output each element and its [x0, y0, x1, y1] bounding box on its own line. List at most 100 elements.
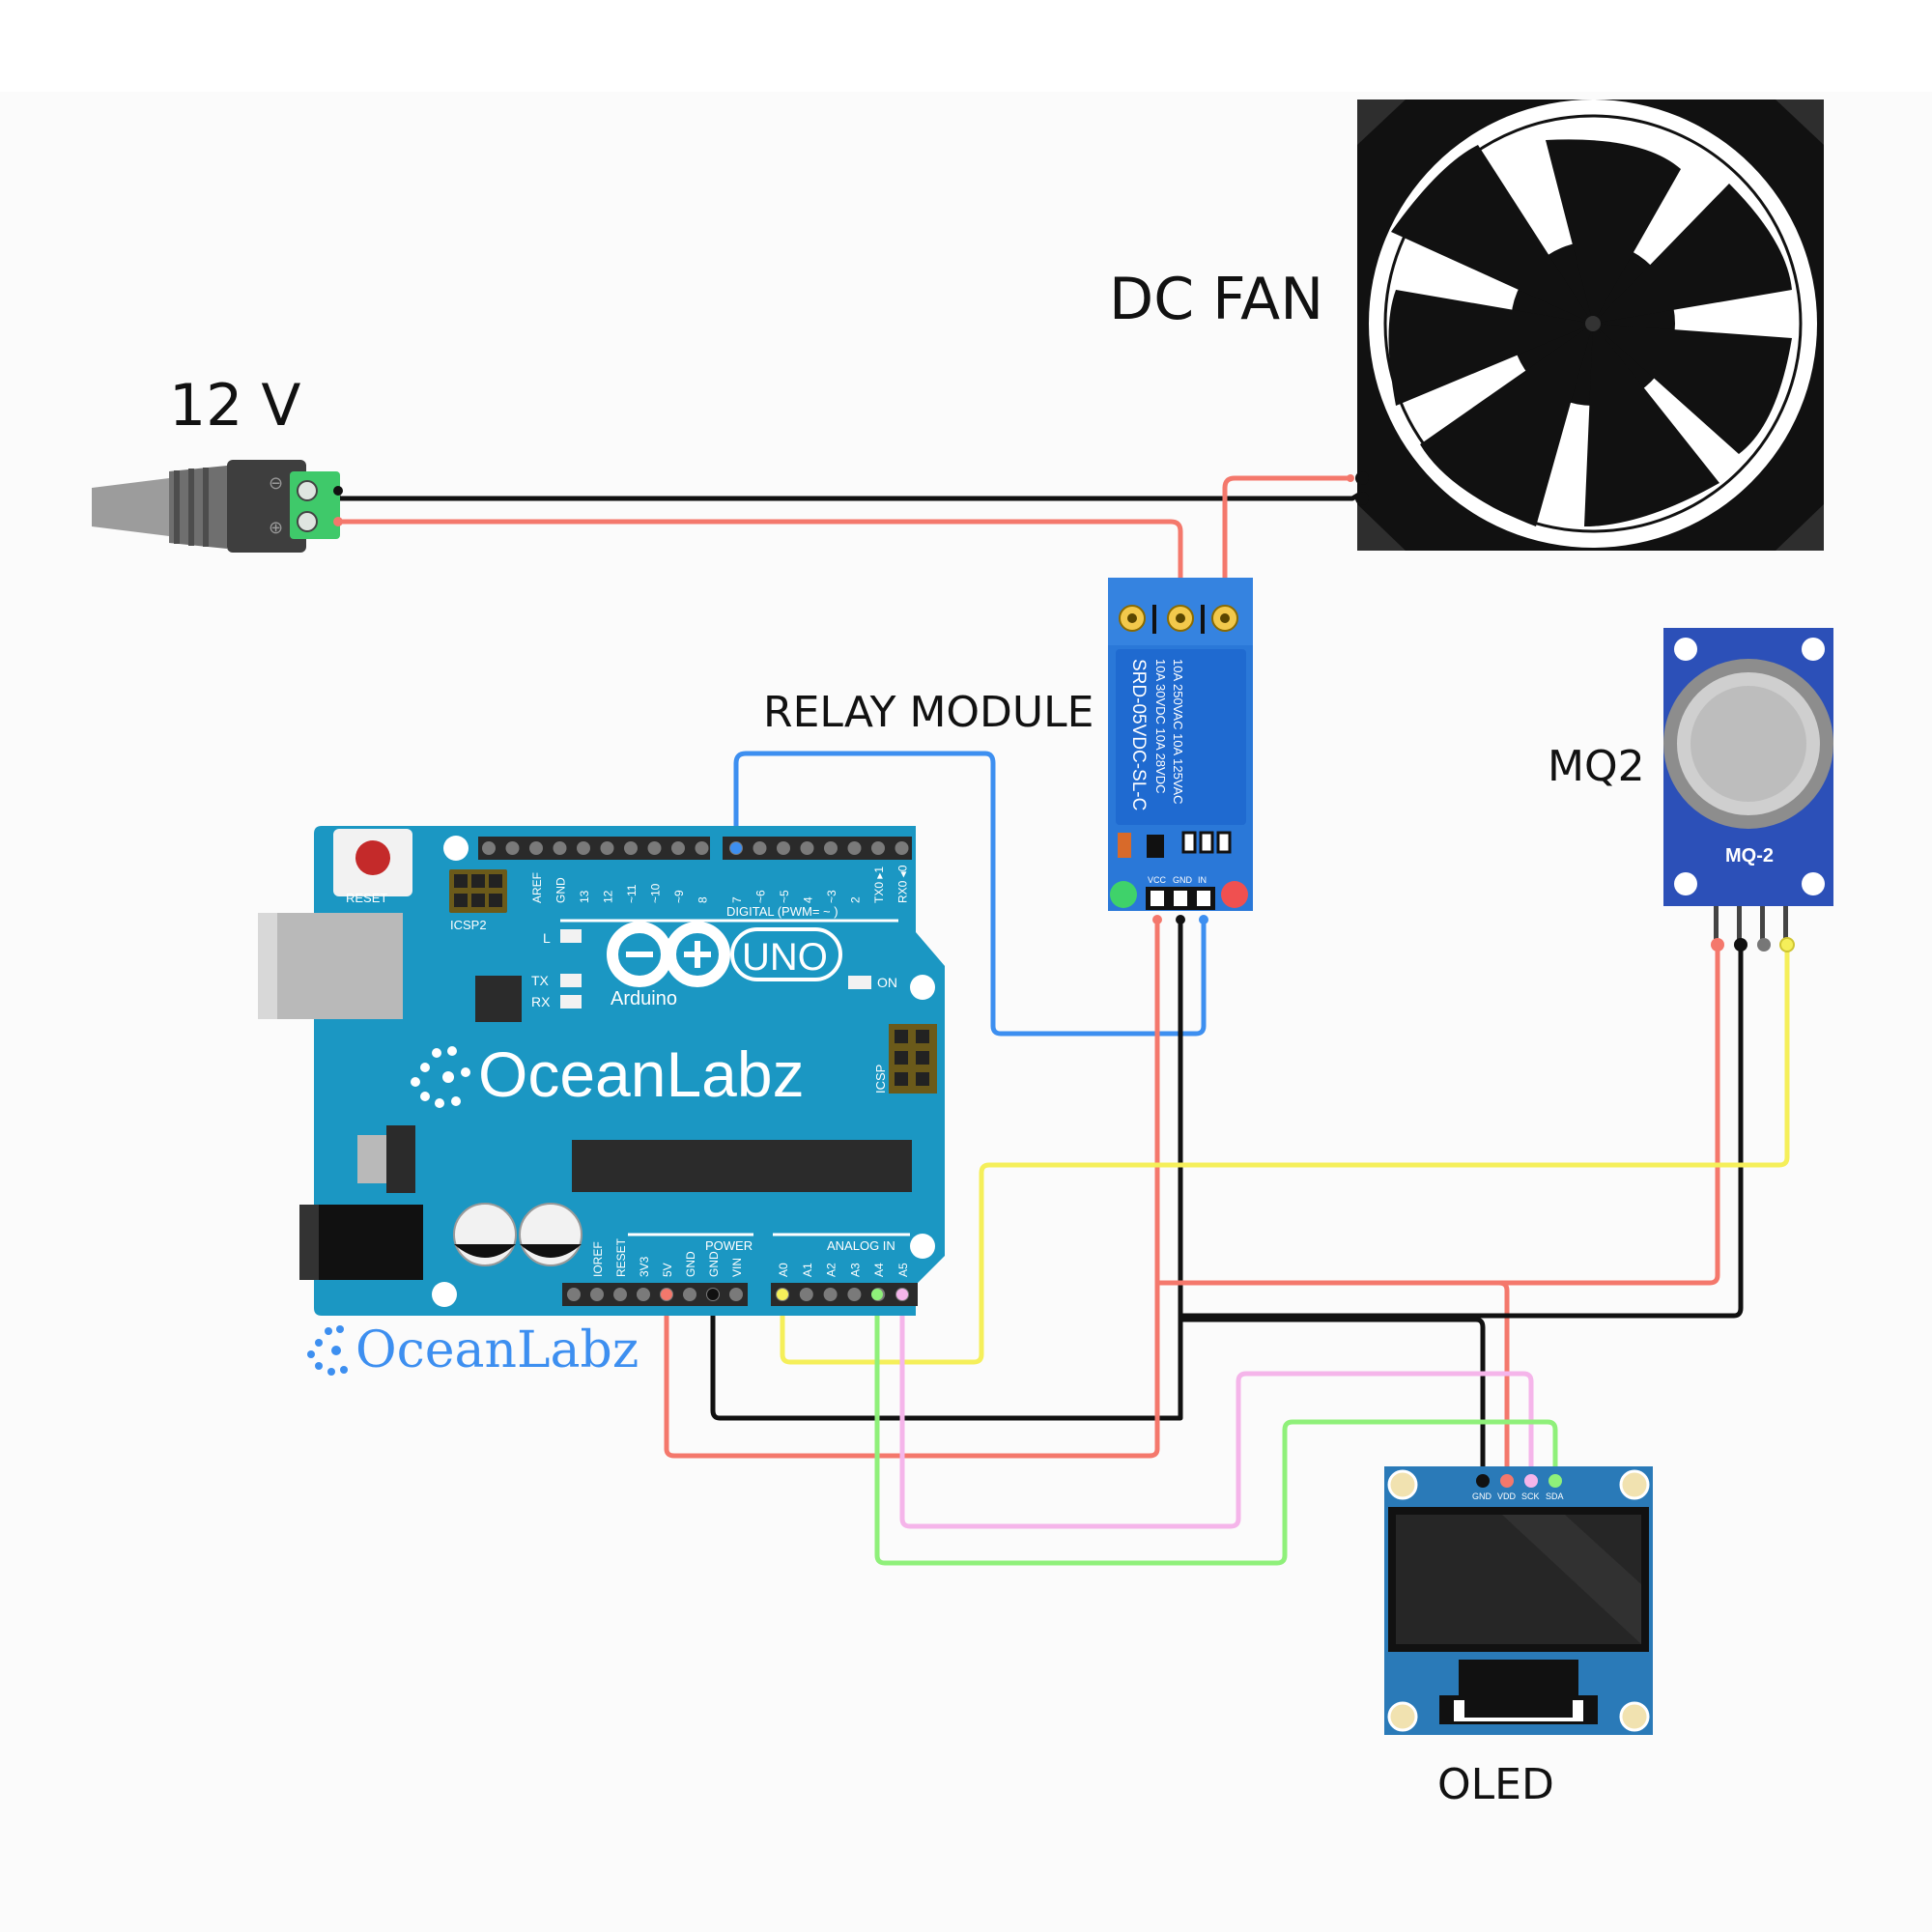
header-pin-hole: [671, 841, 685, 855]
oled-pin-sda: SDA: [1546, 1492, 1564, 1501]
header-pin-hole: [505, 841, 520, 855]
digital-pin-label: ~3: [825, 890, 838, 903]
watermark-brand-text: OceanLabz: [355, 1321, 639, 1379]
label-12v: 12 V: [169, 372, 300, 440]
relay-pin-vcc: VCC: [1148, 875, 1167, 885]
relay-module: SRD-05VDC-SL-C 10A 250VAC 10A 125VAC 10A…: [1108, 578, 1253, 924]
header-pin-hole: [824, 841, 838, 855]
power-pin-label: 3V3: [638, 1256, 651, 1277]
digital-pin-label: ~11: [625, 884, 639, 903]
label-relay-module: RELAY MODULE: [763, 688, 1094, 737]
label-mq2: MQ2: [1548, 742, 1645, 791]
header-pin-hole: [753, 841, 767, 855]
wire-relay-to-fan: [1222, 475, 1352, 618]
reset-label: RESET: [346, 891, 387, 905]
power-pin-label: 5V: [661, 1263, 674, 1277]
oled-display: GND VDD SCK SDA: [1384, 1466, 1653, 1735]
analog-pin-label: A5: [896, 1263, 910, 1277]
wire-mq2-vcc: [1157, 945, 1720, 1286]
analog-pin-label: A4: [872, 1263, 886, 1277]
oceanlabz-logo-icon: [411, 1046, 470, 1108]
digital-pin-label: ~10: [649, 883, 663, 903]
analog-pin-label: A2: [825, 1263, 838, 1277]
digital-pin-label: AREF: [530, 872, 544, 903]
arduino-text: Arduino: [611, 988, 677, 1009]
analog-pin-label: A0: [777, 1263, 790, 1277]
digital-pin-label: 8: [696, 896, 710, 903]
header-pin-hole: [577, 841, 590, 855]
header-pin-hole: [800, 841, 814, 855]
header-pin-hole: [683, 1288, 696, 1301]
label-oled: OLED: [1437, 1760, 1554, 1809]
wire-d7-to-relay-in: [733, 751, 1207, 1037]
header-pin-hole: [647, 841, 662, 855]
analog-pin-label: A3: [848, 1263, 862, 1277]
relay-pin-in: IN: [1198, 875, 1207, 885]
analog-pin-label: A1: [801, 1263, 814, 1277]
mq2-board-title: MQ-2: [1725, 845, 1774, 867]
power-pin-label: GND: [684, 1251, 697, 1277]
wire-oled-vdd: [1157, 1280, 1510, 1480]
mq2-sensor: MQ-2: [1663, 628, 1833, 952]
power-pin-label: GND: [707, 1251, 721, 1277]
digital-pin-label: 12: [602, 890, 615, 903]
wire-mq2-gnd: [1180, 945, 1744, 1319]
power-pin-label: VIN: [730, 1258, 744, 1277]
wire-relay-vcc: [664, 920, 1160, 1459]
power-header-label: POWER: [705, 1238, 753, 1253]
svg-text:⊖: ⊖: [269, 473, 283, 494]
wires: [335, 475, 1790, 1566]
header-pin-hole: [847, 841, 862, 855]
digital-pin-label: ~5: [778, 890, 791, 903]
icsp-label: ICSP: [873, 1065, 888, 1094]
power-pin-label: RESET: [614, 1237, 628, 1277]
digital-pin-label: TX0 ▸1: [872, 867, 886, 903]
relay-rating-2: 10A 30VDC 10A 28VDC: [1153, 659, 1168, 793]
led-rx-label: RX: [531, 994, 551, 1009]
header-pin-hole: [567, 1288, 581, 1301]
relay-pin-gnd: GND: [1173, 875, 1193, 885]
header-pin-hole: [590, 1288, 604, 1301]
header-pin-hole: [823, 1288, 838, 1301]
led-tx-label: TX: [531, 973, 550, 988]
header-pin-hole: [729, 1288, 743, 1301]
digital-pin-label: 7: [730, 896, 744, 903]
wire-oled-gnd: [1180, 1317, 1486, 1480]
header-pin-hole: [695, 841, 709, 855]
header-pin-hole: [482, 841, 496, 855]
arduino-logo: UNO Arduino: [607, 922, 842, 1009]
header-pin-hole: [777, 841, 790, 855]
digital-pin-label: 13: [578, 890, 591, 903]
header-pin-hole: [871, 841, 885, 855]
board-brand-text: OceanLabz: [478, 1038, 805, 1110]
wire-mq2-a0: [780, 945, 1790, 1365]
header-pin-hole: [637, 1288, 650, 1301]
oled-pin-gnd: GND: [1472, 1492, 1492, 1501]
header-pin-hole: [895, 841, 909, 855]
relay-part-number: SRD-05VDC-SL-C: [1128, 659, 1149, 810]
wire-relay-gnd: [710, 920, 1183, 1421]
wire-a4-to-sda: [874, 1294, 1558, 1566]
dc-barrel-jack: ⊖ ⊕: [92, 460, 343, 553]
wire-12v-pos-to-relay: [338, 519, 1183, 618]
header-pin-hole: [847, 1288, 862, 1301]
analog-header-label: ANALOG IN: [827, 1238, 895, 1253]
header-pin-hole: [613, 1288, 627, 1301]
digital-pin-label: RX0 ◂0: [896, 865, 910, 903]
led-on-label: ON: [877, 975, 897, 990]
header-pin-hole: [529, 841, 543, 855]
digital-pin-label: ~9: [672, 890, 686, 903]
oceanlabz-watermark-icon: [307, 1325, 348, 1376]
header-pin-hole: [624, 841, 638, 855]
dc-fan: [1347, 99, 1824, 551]
icsp2-label: ICSP2: [450, 918, 487, 932]
oled-pin-sck: SCK: [1521, 1492, 1540, 1501]
digital-pin-label: 2: [849, 896, 863, 903]
svg-text:⊕: ⊕: [269, 518, 283, 538]
header-pin-hole: [600, 841, 614, 855]
digital-header-label: DIGITAL (PWM= ~ ): [726, 904, 838, 919]
relay-rating-1: 10A 250VAC 10A 125VAC: [1171, 659, 1185, 805]
power-pin-label: IOREF: [591, 1241, 605, 1277]
oled-pin-vdd: VDD: [1497, 1492, 1517, 1501]
